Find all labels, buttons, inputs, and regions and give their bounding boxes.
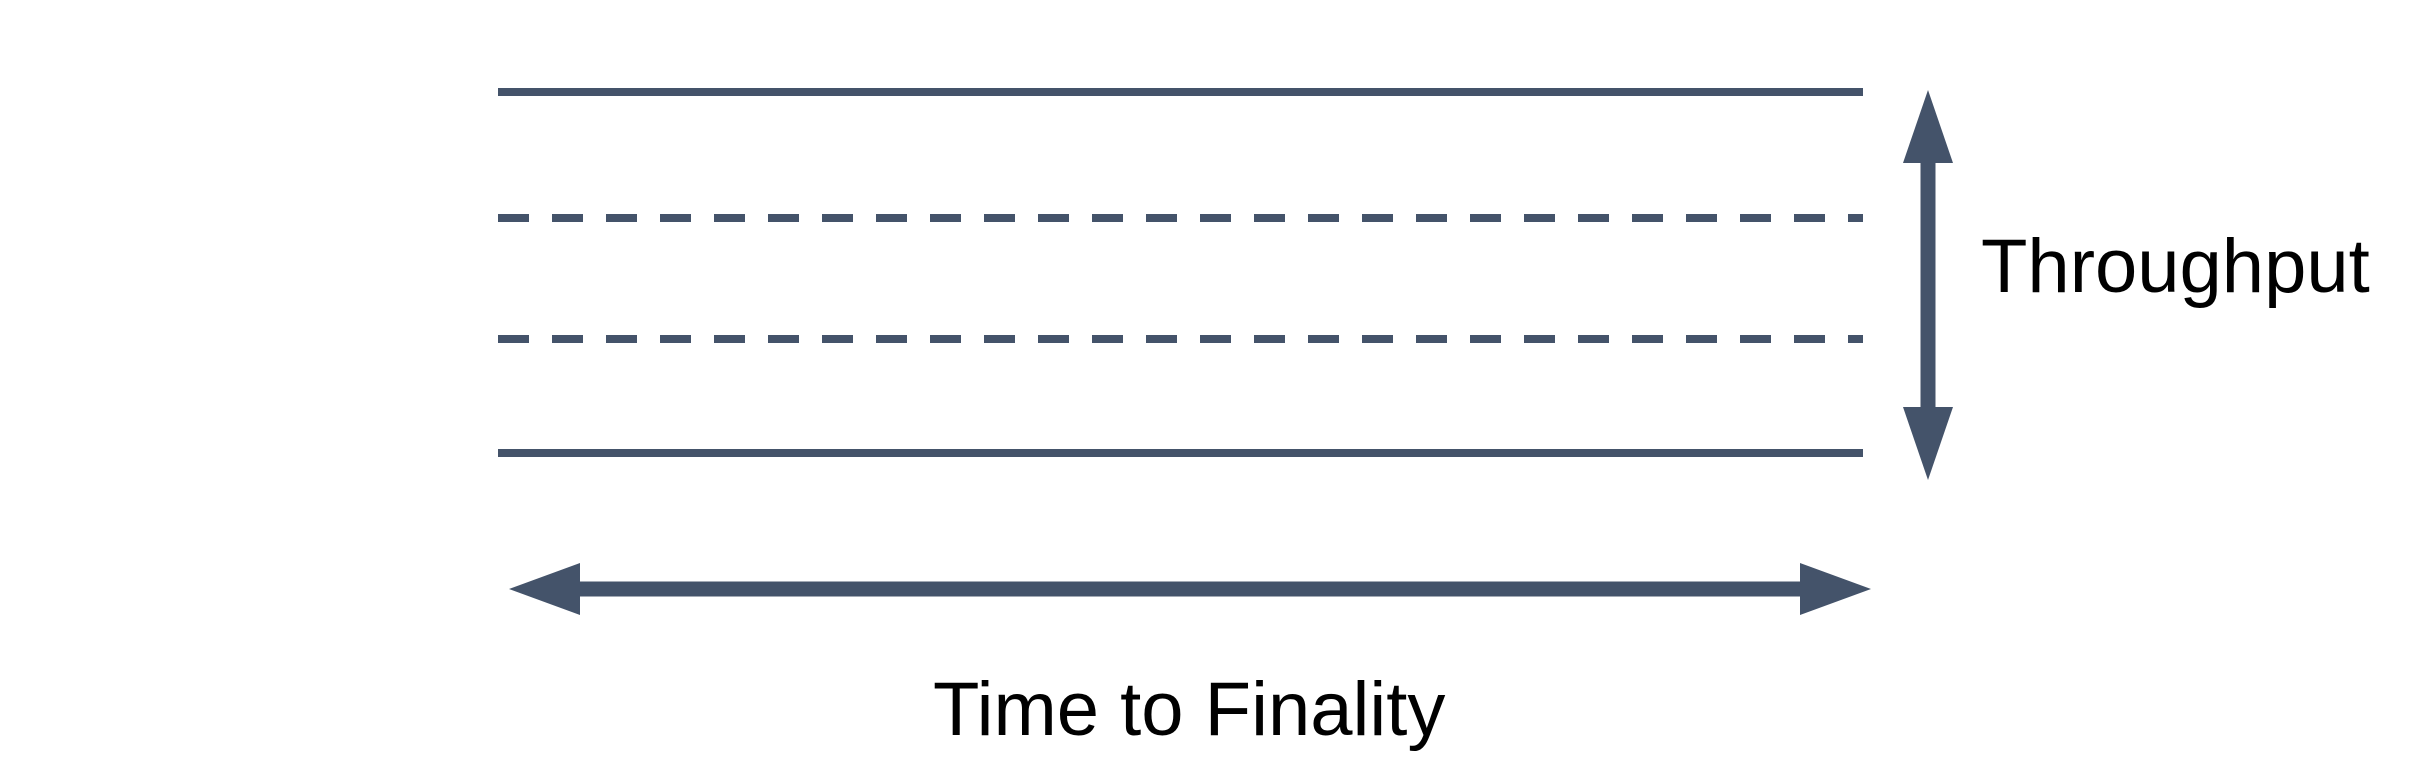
throughput-arrow-shaft [1920, 150, 1936, 420]
time-to-finality-arrow-head-right [1800, 563, 1871, 615]
time-to-finality-arrow-head-left [509, 563, 580, 615]
throughput-arrow [1903, 90, 1953, 480]
throughput-arrow-head-up [1903, 90, 1953, 163]
time-to-finality-arrow-shaft [570, 581, 1810, 597]
time-to-finality-arrow [509, 563, 1871, 615]
throughput-axis-label: Throughput [1981, 224, 2370, 309]
throughput-arrow-head-down [1903, 407, 1953, 480]
time-to-finality-axis-label: Time to Finality [933, 667, 1446, 752]
